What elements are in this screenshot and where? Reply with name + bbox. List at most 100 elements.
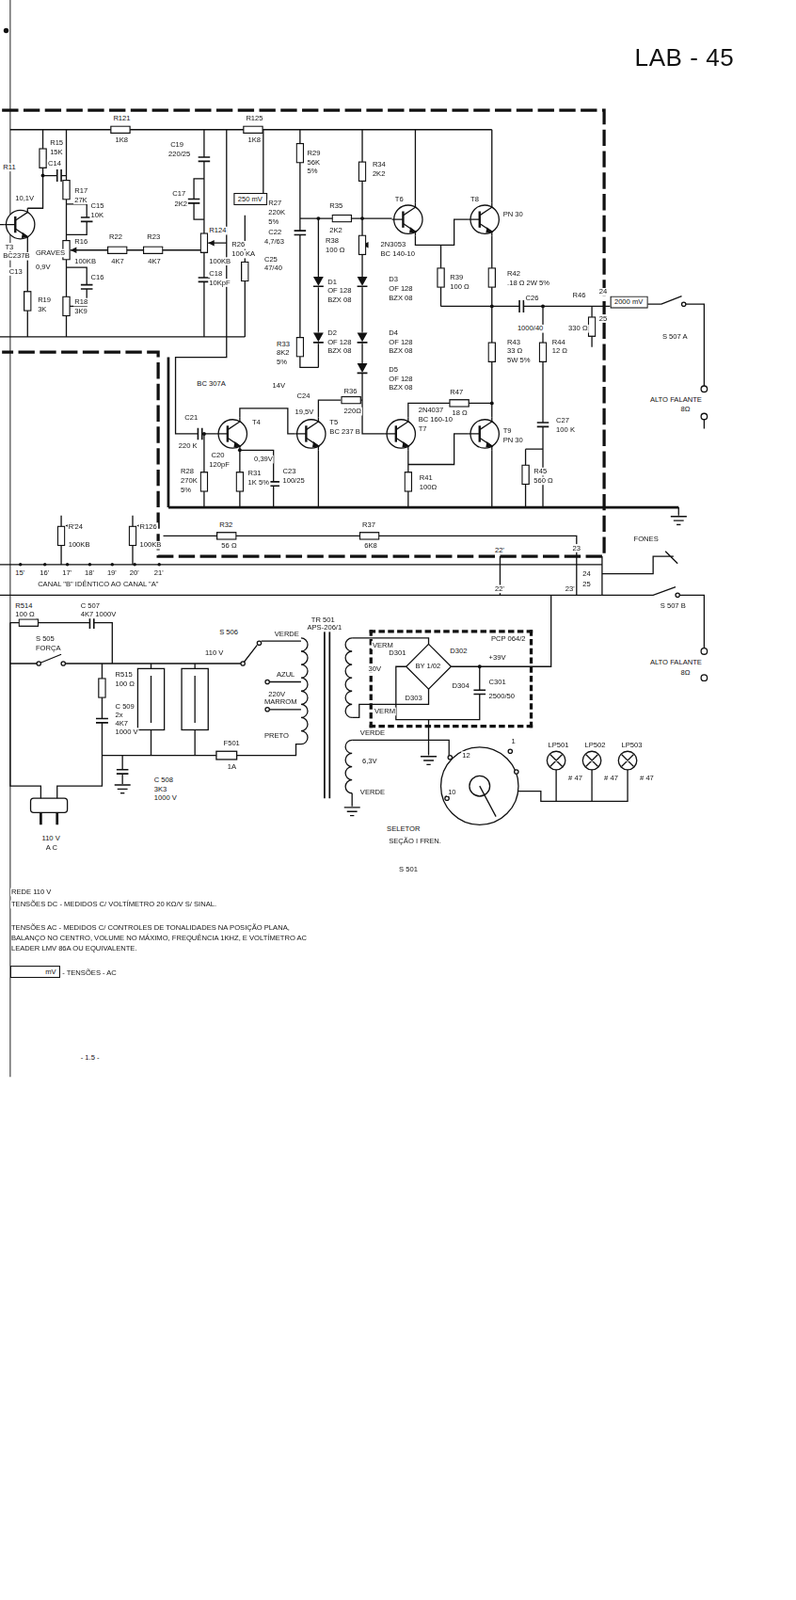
schematic-label: 110 V: [40, 833, 61, 842]
schematic-label: 4K7: [146, 256, 162, 265]
schematic-label: R28: [179, 467, 195, 476]
schematic-label: CANAL "B" IDÊNTICO AO CANAL "A": [36, 579, 160, 588]
schematic-label: R23: [145, 232, 161, 240]
schematic-label: BZX 08: [326, 347, 353, 355]
schematic-label: R31: [246, 469, 262, 478]
schematic-label: 2x: [113, 711, 124, 719]
schematic-label: 19,5V: [293, 408, 315, 416]
schematic-label: R41: [418, 473, 434, 481]
schematic-label: R29: [305, 148, 321, 157]
schematic-label: T7: [417, 424, 429, 432]
schematic-label: 220V: [267, 689, 287, 698]
schematic-label: S 507 A: [661, 333, 689, 341]
schematic-label: R16: [73, 238, 89, 246]
schematic-label: 3K: [36, 304, 48, 313]
schematic-label: 23: [571, 543, 582, 552]
schematic-label: 10KpF: [207, 278, 232, 287]
schematic-label: 220 K: [177, 442, 199, 450]
node-text: 2000 mV: [614, 298, 643, 306]
schematic-label: 0,9V: [34, 263, 52, 271]
schematic-label: BC 237 B: [328, 427, 362, 435]
schematic-label: C 507: [79, 602, 101, 610]
schematic-label: 23': [564, 584, 576, 592]
schematic-label: R46: [571, 290, 587, 299]
schematic-label: 19': [106, 568, 118, 576]
schematic-label: D2: [326, 328, 338, 336]
schematic-label: 3K9: [73, 306, 89, 315]
schematic-label: C17: [171, 190, 187, 198]
schematic-label: R37: [361, 520, 377, 528]
schematic-label: 220/25: [167, 149, 192, 158]
schematic-label: R125: [244, 113, 264, 122]
schematic-label: 8K2: [275, 349, 291, 357]
schematic-label: - TENSÕES - AC: [61, 968, 118, 976]
schematic-label: 100 Ω: [14, 610, 36, 619]
schematic-label: VERDE: [273, 629, 301, 637]
schematic-label: S 507 B: [659, 602, 687, 610]
schematic-label: D302: [448, 647, 468, 655]
node-text: 250 mV: [238, 194, 263, 203]
schematic-label: 20': [128, 568, 141, 576]
schematic-label: 17': [61, 568, 73, 576]
schematic-label: 100 Ω: [448, 282, 471, 290]
schematic-label: - 1.5 -: [79, 1052, 101, 1061]
schematic-label: 24: [581, 569, 592, 577]
schematic-label: T4: [251, 418, 262, 427]
schematic-label: C16: [89, 273, 105, 282]
schematic-label: VERM: [371, 640, 395, 649]
schematic-label: # 47: [638, 773, 655, 781]
schematic-label: T5: [328, 418, 339, 427]
schematic-label: T3: [3, 242, 15, 251]
schematic-label: 0,39V: [253, 455, 274, 463]
schematic-label: BC 307A: [195, 379, 227, 387]
schematic-label: 3K3: [153, 784, 169, 793]
schematic-label: T9: [502, 426, 513, 434]
schematic-label: 18': [83, 568, 96, 576]
schematic-label: 100KB: [73, 256, 97, 265]
schematic-label: C20: [209, 450, 225, 459]
schematic-label: R27: [267, 198, 283, 207]
schematic-label: 27K: [73, 195, 89, 204]
schematic-label: # 47: [567, 773, 584, 781]
schematic-label: # 47: [603, 773, 620, 781]
schematic-label: R45: [532, 467, 548, 476]
schematic-label: SEÇÃO I FREN.: [387, 836, 443, 844]
schematic-label: R33: [275, 339, 291, 348]
schematic-label: FORÇA: [34, 643, 63, 652]
schematic-label: BZX 08: [387, 383, 414, 392]
schematic-label: S 506: [218, 627, 239, 636]
schematic-label: BZX 08: [387, 293, 414, 302]
schematic-label: 10: [446, 787, 458, 796]
schematic-label: VERDE: [359, 728, 386, 736]
schematic-label: R17: [73, 186, 89, 194]
schematic-label: 220Ω: [342, 407, 363, 415]
schematic-label: REDE 110 V: [10, 888, 53, 896]
schematic-label: 4K7: [110, 256, 126, 265]
schematic-label: 15K: [48, 147, 64, 156]
schematic-label: C15: [89, 202, 105, 210]
schematic-label: 2K2: [328, 226, 344, 235]
sheet-title: LAB - 45: [635, 45, 735, 73]
schematic-label: 4,7/63: [263, 238, 286, 246]
schematic-label: 8Ω: [679, 668, 691, 676]
schematic-label: 5%: [267, 217, 280, 225]
voltage-box: 250 mV: [233, 192, 268, 206]
schematic-label: S 505: [34, 635, 56, 643]
schematic-label: 100KB: [207, 256, 232, 265]
schematic-label: BC237B: [1, 252, 31, 260]
schematic-label: C21: [183, 413, 199, 421]
schematic-label: 1K8: [246, 135, 262, 144]
schematic-label: 110 V: [204, 649, 224, 657]
schematic-label: ALTO FALANTE: [649, 396, 703, 404]
schematic-label: D3: [387, 275, 399, 284]
schematic-label: R15: [48, 139, 64, 147]
schematic-label: 2N4037: [417, 406, 446, 414]
schematic-label: R38: [324, 237, 340, 245]
schematic-label: 120pF: [207, 460, 231, 468]
schematic-label: 22': [493, 545, 506, 554]
schematic-label: GRAVES: [34, 249, 66, 257]
schematic-label: 2K2: [371, 169, 387, 177]
schematic-label: 1000 V: [153, 794, 178, 802]
schematic-label: 56 Ω: [220, 541, 238, 550]
schematic-label: R121: [111, 113, 131, 122]
